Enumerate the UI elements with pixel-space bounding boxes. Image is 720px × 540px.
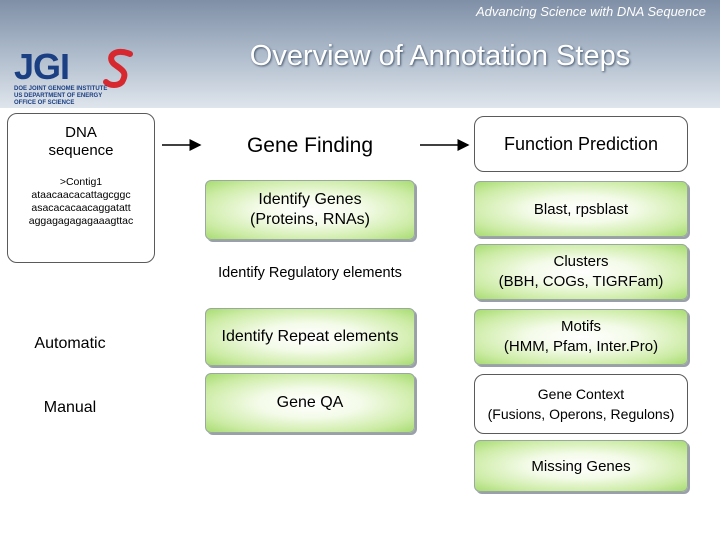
- identify-genes-box: Identify Genes (Proteins, RNAs): [205, 180, 415, 240]
- gene-context-box: Gene Context (Fusions, Operons, Regulons…: [474, 374, 688, 434]
- identify-repeat-box: Identify Repeat elements: [205, 308, 415, 366]
- function-prediction-header: Function Prediction: [474, 116, 688, 172]
- logo-line-2: US DEPARTMENT OF ENERGY: [14, 93, 103, 99]
- identify-regulatory-box: Identify Regulatory elements: [218, 265, 402, 281]
- gene-qa-box: Gene QA: [205, 373, 415, 433]
- dna-sequence-box: DNA sequence >Contig1 ataacaacacattagcgg…: [7, 113, 155, 263]
- jgi-logo: JGI DOE JOINT GENOME INSTITUTE US DEPART…: [8, 44, 140, 107]
- missing-genes-box: Missing Genes: [474, 440, 688, 492]
- automatic-label: Automatic: [34, 335, 106, 352]
- blast-box: Blast, rpsblast: [474, 181, 688, 237]
- gene-finding-header: Gene Finding: [246, 134, 374, 157]
- page-title: Overview of Annotation Steps: [249, 40, 631, 72]
- tagline: Advancing Science with DNA Sequence: [475, 4, 706, 19]
- manual-label: Manual: [43, 399, 97, 416]
- motifs-box: Motifs (HMM, Pfam, Inter.Pro): [474, 309, 688, 365]
- contig-sequence-text: >Contig1 ataacaacacattagcggc asacacacaac…: [28, 176, 134, 227]
- dna-sequence-label: DNA sequence: [48, 124, 114, 159]
- logo-subtitle: DOE JOINT GENOME INSTITUTE US DEPARTMENT…: [14, 86, 107, 107]
- logo-letters: JGI: [14, 46, 70, 87]
- logo-swoosh-icon: [103, 48, 133, 88]
- logo-line-1: DOE JOINT GENOME INSTITUTE: [14, 86, 108, 92]
- logo-line-3: OFFICE OF SCIENCE: [14, 100, 75, 106]
- clusters-box: Clusters (BBH, COGs, TIGRFam): [474, 244, 688, 300]
- header-banner: Advancing Science with DNA Sequence JGI …: [0, 0, 720, 108]
